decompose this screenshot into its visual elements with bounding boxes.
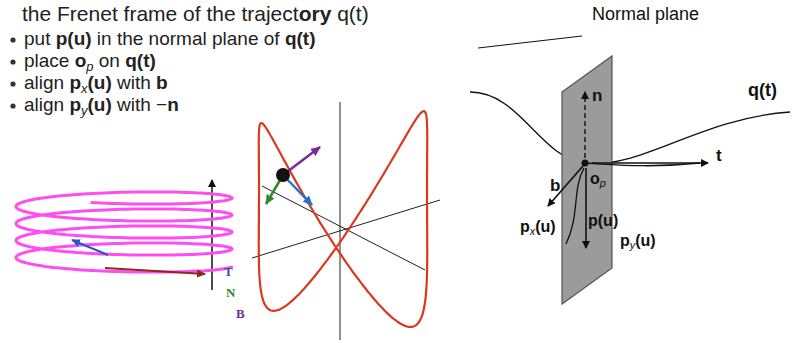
bullet-text: align py(u) with −n	[24, 94, 179, 119]
normal-plane-figure	[470, 36, 790, 304]
bullet-text: align px(u) with b	[24, 72, 168, 97]
axis-letter: B	[236, 307, 245, 322]
bullet-text: put p(u) in the normal plane of q(t)	[24, 28, 315, 50]
axis-label: py(u)	[620, 232, 656, 252]
axis-letter: N	[226, 286, 235, 301]
intro-text: the Frenet frame of the trajectory q(t)	[22, 2, 369, 26]
curve-label: q(t)	[748, 80, 777, 101]
vector-label: t	[716, 146, 722, 166]
origin-label: op	[590, 170, 606, 190]
profile-label: p(u)	[588, 212, 618, 230]
vector-label: b	[550, 176, 560, 196]
bullet-dots	[10, 37, 15, 108]
axis-letter: T	[224, 265, 233, 280]
axis-label: px(u)	[520, 218, 556, 238]
plane-title: Normal plane	[592, 4, 699, 25]
bullet-text: place op on q(t)	[24, 50, 156, 75]
vector-label: n	[592, 86, 602, 106]
helix-figure	[16, 180, 232, 290]
frenet-curve-figure	[252, 102, 440, 340]
